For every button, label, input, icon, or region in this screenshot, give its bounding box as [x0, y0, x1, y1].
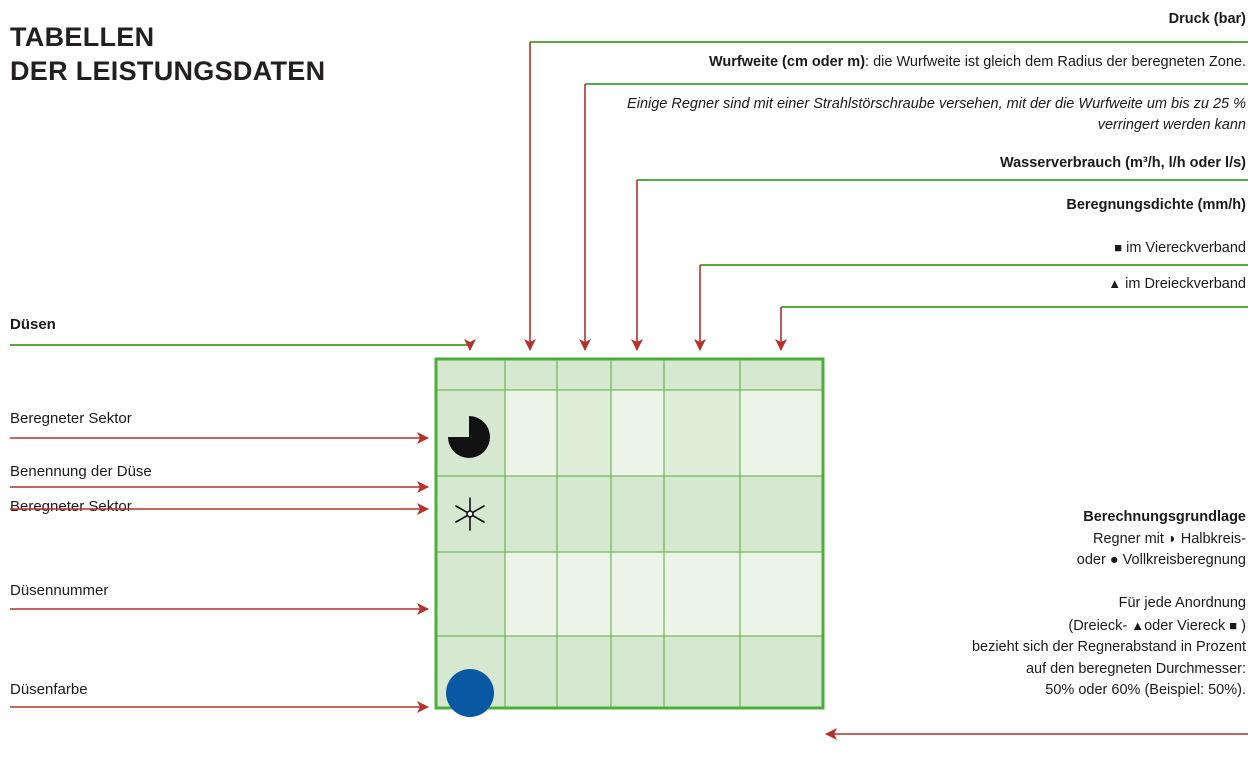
- berechnung-block: Berechnungsgrundlage Regner mit ◗ Halbkr…: [972, 507, 1246, 702]
- table-grid-lines: [436, 359, 823, 708]
- label-sektor-1: Beregneter Sektor: [10, 410, 132, 427]
- title-line-1: TABELLEN: [10, 22, 155, 52]
- berechnung-line4: (Dreieck- ▲oder Viereck ■ ): [972, 615, 1246, 638]
- triangle-icon: ▲: [1131, 617, 1145, 633]
- label-duesen: Düsen: [10, 316, 56, 333]
- label-beregnungsdichte: Beregnungsdichte (mm/h): [1066, 197, 1246, 213]
- label-druck: Druck (bar): [1168, 11, 1246, 27]
- label-note: Einige Regner sind mit einer Strahlstörs…: [627, 94, 1246, 136]
- berechnung-line6: auf den beregneten Durchmesser:: [1025, 660, 1246, 677]
- mid-cells: [557, 390, 740, 476]
- berechnung-line3: Für jede Anordnung: [1118, 595, 1246, 611]
- label-dreieck-text: im Dreieckverband: [1125, 276, 1246, 292]
- berechnung-l4-c: ): [1241, 617, 1246, 634]
- nozzle-asterisk-icon: [455, 497, 485, 531]
- sector-quarter-icon: [448, 416, 490, 458]
- berechnung-l1-a: Regner mit: [1092, 530, 1164, 547]
- nozzle-color-dot-icon: [446, 669, 494, 717]
- berechnung-l2-a: oder: [1076, 552, 1106, 568]
- green-guide-lines: [10, 41, 1248, 346]
- berechnung-l4-a: (Dreieck-: [1068, 617, 1128, 634]
- label-benennung: Benennung der Düse: [10, 463, 152, 480]
- berechnung-l4-b: oder Viereck: [1144, 617, 1226, 634]
- square-icon: ■: [1114, 240, 1123, 255]
- label-wurfweite: Wurfweite (cm oder m): die Wurfweite ist…: [709, 52, 1246, 73]
- label-note-line1: Einige Regner sind mit einer Strahlstörs…: [627, 96, 1246, 112]
- title-line-2: DER LEISTUNGSDATEN: [10, 56, 326, 86]
- square-icon: ■: [1229, 617, 1238, 633]
- performance-table: [434, 357, 825, 710]
- label-wasserverbrauch: Wasserverbrauch (m³/h, l/h oder l/s): [999, 155, 1246, 171]
- berechnung-line1: Regner mit ◗ Halbkreis-: [972, 529, 1246, 551]
- label-viereck: ■ im Viereckverband: [1114, 237, 1246, 259]
- label-duesenfarbe: Düsenfarbe: [10, 681, 88, 698]
- label-viereck-text: im Viereckverband: [1126, 240, 1246, 256]
- full-circle-icon: ●: [1109, 552, 1119, 568]
- berechnung-line7: 50% oder 60% (Beispiel: 50%).: [1045, 682, 1246, 698]
- berechnung-line2: oder ● Vollkreisberegnung: [972, 550, 1246, 572]
- label-duesennummer: Düsennummer: [10, 582, 109, 599]
- berechnung-l2-b: Vollkreisberegnung: [1122, 552, 1246, 568]
- half-circle-icon: ◗: [1167, 530, 1177, 547]
- label-wurfweite-rest: : die Wurfweite ist gleich dem Radius de…: [865, 54, 1246, 70]
- triangle-icon: ▲: [1108, 276, 1122, 291]
- berechnung-l1-b: Halbkreis-: [1180, 530, 1246, 547]
- label-dreieck: ▲ im Dreieckverband: [1108, 273, 1246, 295]
- red-arrows-left: [10, 432, 1248, 740]
- table-border: [434, 357, 825, 710]
- berechnung-title: Berechnungsgrundlage: [1083, 509, 1246, 525]
- red-arrows-top: [464, 42, 787, 351]
- berechnung-line5: bezieht sich der Regnerabstand in Prozen…: [971, 639, 1246, 655]
- page-title: TABELLEN DER LEISTUNGSDATEN: [10, 20, 325, 88]
- label-wurfweite-bold: Wurfweite (cm oder m): [709, 54, 866, 70]
- label-sektor-2: Beregneter Sektor: [10, 498, 132, 515]
- label-note-line2: verringert werden kann: [1097, 117, 1246, 133]
